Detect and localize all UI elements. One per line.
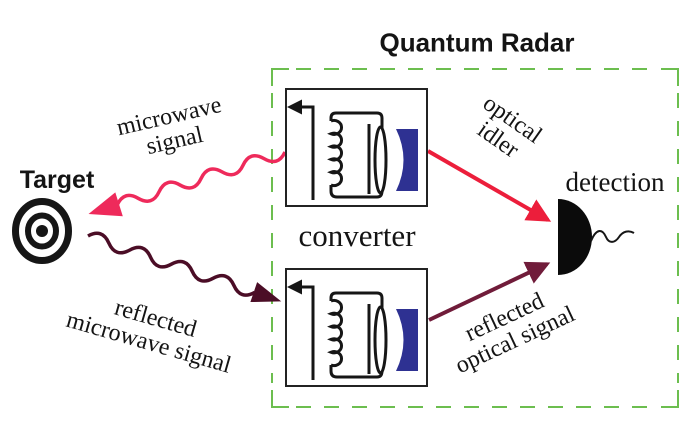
reflected-optical-signal-arrow [428, 261, 551, 322]
photodetector-icon [558, 199, 635, 275]
reflected-microwave-signal-arrow [87, 231, 282, 303]
converter-label: converter [298, 218, 416, 254]
enclosure-dashed-box [271, 68, 679, 408]
target-bullseye-icon [12, 198, 72, 264]
converter-bottom-icon [284, 267, 429, 388]
diagram-title: Quantum Radar [379, 27, 575, 58]
converter-top-icon [284, 87, 429, 208]
microwave-signal-arrow [88, 151, 287, 217]
target-label: Target [19, 166, 95, 195]
detection-label: detection [565, 167, 665, 198]
optical-idler-arrow [427, 149, 552, 222]
detector-output-squiggle-icon [590, 230, 635, 243]
